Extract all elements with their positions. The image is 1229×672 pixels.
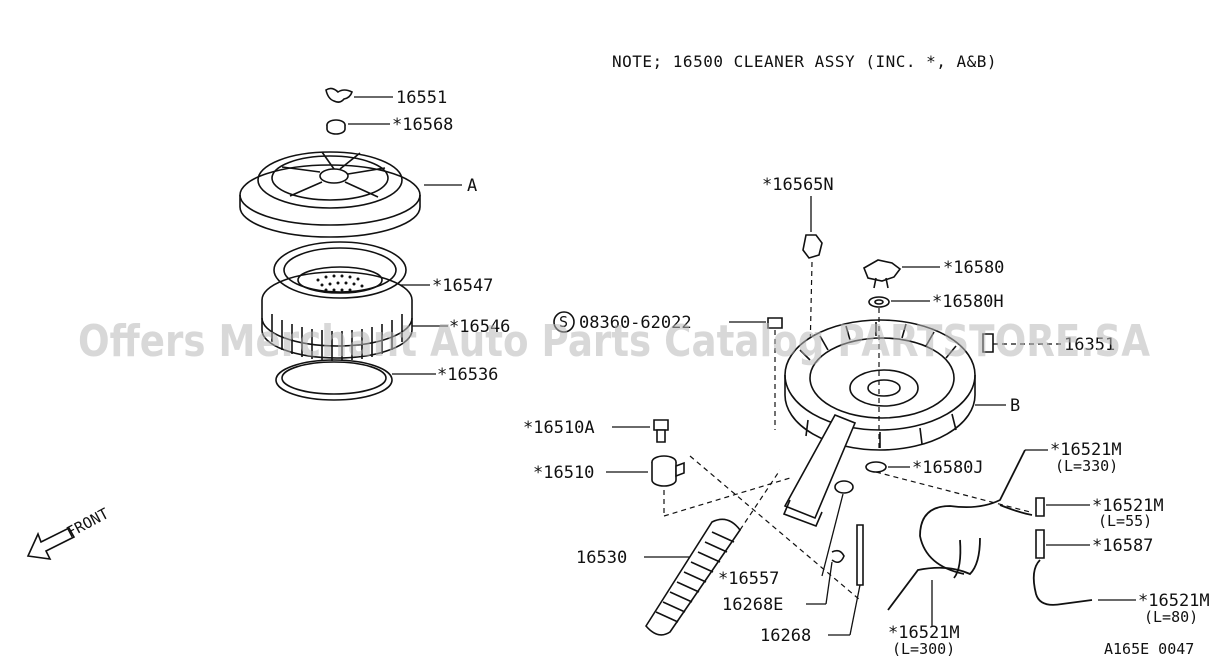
hose-80[interactable] bbox=[1032, 559, 1136, 606]
air-cleaner-housing[interactable] bbox=[782, 319, 1006, 528]
label-08360-prefix: S bbox=[559, 313, 568, 331]
label-16530: 16530 bbox=[576, 548, 627, 568]
label-16568: *16568 bbox=[392, 115, 453, 135]
intake-duct[interactable] bbox=[644, 469, 781, 636]
label-08360-62022: 08360-62022 bbox=[579, 313, 692, 333]
label-16546: *16546 bbox=[449, 317, 510, 337]
label-16521M-80: *16521M bbox=[1138, 591, 1210, 611]
rod-16268[interactable] bbox=[828, 524, 864, 636]
grommet-j-part[interactable] bbox=[865, 461, 1031, 513]
hose-330[interactable] bbox=[919, 449, 1048, 575]
sensor-part[interactable] bbox=[802, 196, 823, 401]
label-16510A: *16510A bbox=[523, 418, 595, 438]
mount-part[interactable] bbox=[606, 455, 861, 601]
label-16521M-330: *16521M bbox=[1050, 440, 1122, 460]
screw-part[interactable] bbox=[553, 311, 783, 430]
hose-300[interactable] bbox=[887, 537, 981, 626]
label-16521M-300-length: (L=300) bbox=[892, 640, 955, 658]
label-16557: *16557 bbox=[718, 569, 779, 589]
front-arrow-icon bbox=[26, 526, 76, 560]
wing-nut-part[interactable] bbox=[325, 87, 393, 103]
label-16587: *16587 bbox=[1092, 536, 1153, 556]
label-16268: 16268 bbox=[760, 626, 811, 646]
label-16521M-80-length: (L=80) bbox=[1144, 608, 1198, 626]
label-16521M-300: *16521M bbox=[888, 623, 960, 643]
gasket-ring[interactable] bbox=[275, 359, 436, 401]
bracket-part[interactable] bbox=[982, 333, 1062, 353]
label-16565N: *16565N bbox=[762, 175, 834, 195]
ring-element[interactable] bbox=[261, 271, 448, 361]
clip-16557[interactable] bbox=[821, 480, 854, 577]
label-16268E: 16268E bbox=[722, 595, 783, 615]
label-16521M-330-length: (L=330) bbox=[1055, 457, 1118, 475]
hose-55[interactable] bbox=[1035, 497, 1090, 517]
label-16536: *16536 bbox=[437, 365, 498, 385]
label-A: A bbox=[467, 176, 477, 196]
label-16580: *16580 bbox=[943, 258, 1004, 278]
label-B: B bbox=[1010, 396, 1020, 416]
label-16580H: *16580H bbox=[932, 292, 1004, 312]
connector-part[interactable] bbox=[1035, 529, 1090, 559]
grommet-part[interactable] bbox=[868, 296, 930, 308]
assembly-note: NOTE; 16500 CLEANER ASSY (INC. *, A&B) bbox=[612, 52, 997, 71]
front-label: FRONT bbox=[63, 504, 111, 541]
air-cleaner-cover[interactable] bbox=[239, 151, 462, 238]
clip-16268E[interactable] bbox=[806, 549, 845, 605]
label-16351: 16351 bbox=[1064, 335, 1115, 355]
label-16510: *16510 bbox=[533, 463, 594, 483]
label-16521M-55-length: (L=55) bbox=[1098, 512, 1152, 530]
label-16547: *16547 bbox=[432, 276, 493, 296]
diagram-code: A165E 0047 bbox=[1104, 640, 1194, 658]
valve-part[interactable] bbox=[862, 259, 940, 289]
filter-element[interactable] bbox=[273, 241, 430, 299]
bolt-part[interactable] bbox=[612, 419, 669, 443]
label-16521M-55: *16521M bbox=[1092, 496, 1164, 516]
seal-part[interactable] bbox=[326, 119, 390, 135]
label-16551: 16551 bbox=[396, 88, 447, 108]
watermark: Offers Merchant Auto Parts Catalog PARTS… bbox=[78, 316, 1150, 367]
label-16580J: *16580J bbox=[912, 458, 984, 478]
